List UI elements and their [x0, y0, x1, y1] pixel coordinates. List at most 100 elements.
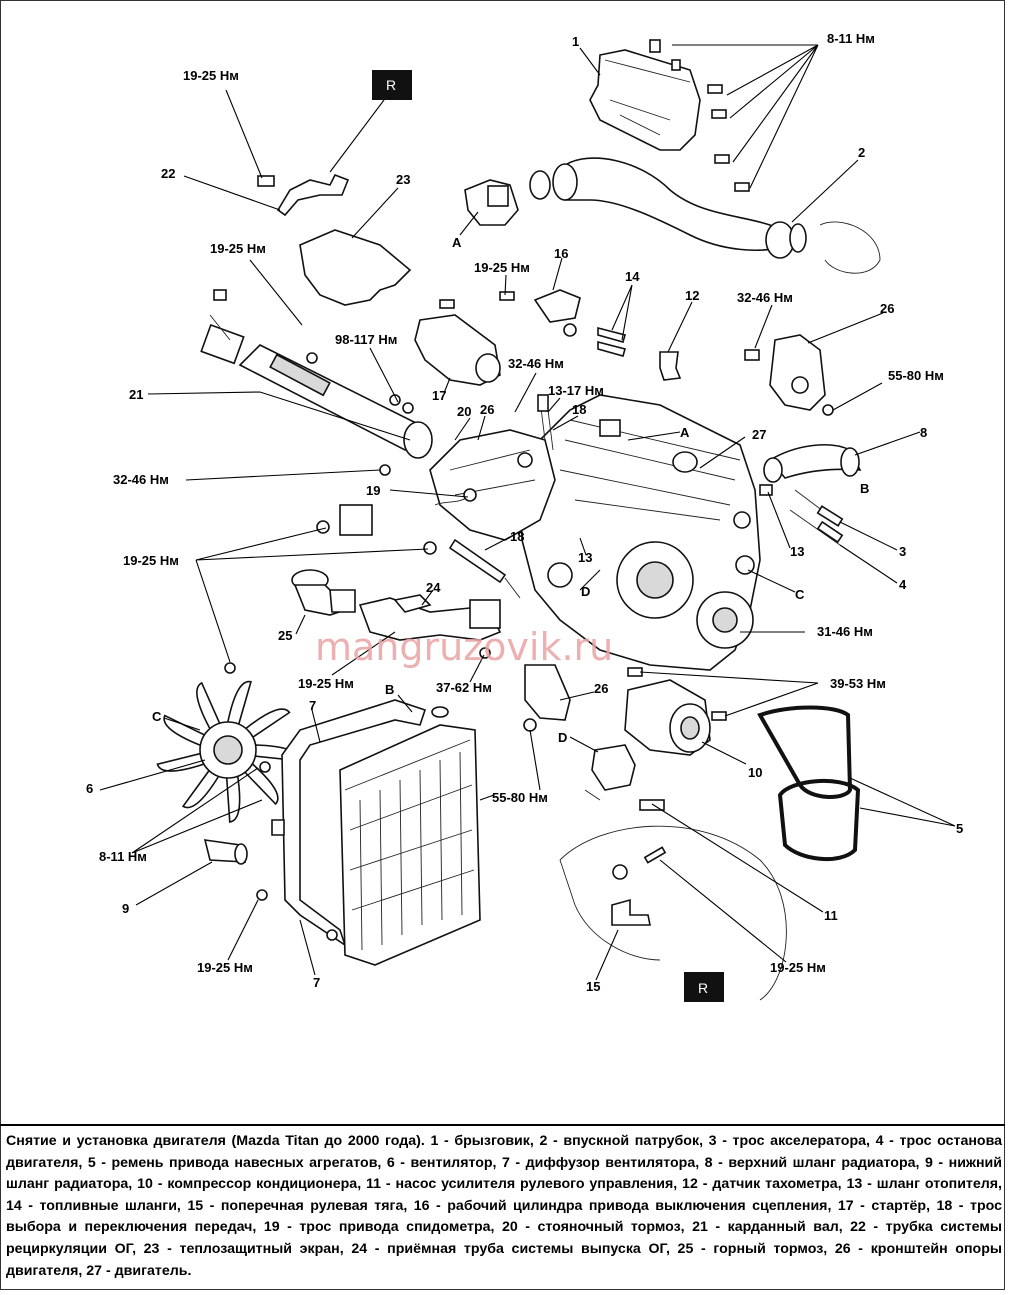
part-number-label: 10	[748, 765, 762, 780]
torque-label: 19-25 Нм	[123, 553, 179, 568]
torque-label: 55-80 Нм	[492, 790, 548, 805]
fan-blade	[225, 775, 241, 823]
torque-label: 8-11 Нм	[99, 849, 147, 864]
engine-mount-bracket-top-part	[744, 334, 834, 416]
part-number-label: 5	[956, 821, 963, 836]
reference-letter: D	[558, 730, 567, 745]
fuel-hoses-part	[597, 326, 626, 357]
heat-shield-part	[299, 229, 412, 306]
part-number-label: 9	[122, 901, 129, 916]
torque-label: 39-53 Нм	[830, 676, 886, 691]
torque-label: 19-25 Нм	[210, 241, 266, 256]
engine-mount-bracket-middle-part	[523, 664, 571, 732]
part-number-label: 1	[572, 34, 579, 49]
part-number-label: 17	[432, 388, 446, 403]
torque-label: 32-46 Нм	[508, 356, 564, 371]
radiator-part	[326, 706, 481, 966]
tie-rod-part	[559, 825, 787, 1001]
torque-label: 37-62 Нм	[436, 680, 492, 695]
reference-letter: A	[452, 235, 462, 250]
fan-blade	[243, 762, 279, 806]
part-number-label: 21	[129, 387, 143, 402]
figure-caption: Снятие и установка двигателя (Mazda Tita…	[6, 1133, 1002, 1279]
torque-label: 13-17 Нм	[548, 383, 604, 398]
shift-cable-part	[448, 394, 554, 599]
part-number-label: 6	[86, 781, 93, 796]
intake-pipe-part	[529, 157, 881, 274]
reference-letter: A	[680, 425, 690, 440]
transmission-housing-part	[429, 429, 556, 541]
part-number-label: 2	[858, 145, 865, 160]
engine-exploded-diagram: mangruzovik.ru R R 8-11 Нм 19-25 Нм 19-2…	[86, 31, 963, 1002]
torque-label: 19-25 Нм	[474, 260, 530, 275]
part-number-label: 15	[586, 979, 600, 994]
fan-blade	[181, 769, 220, 809]
part-number-label: 22	[161, 166, 175, 181]
torque-label: 8-11 Нм	[827, 31, 875, 46]
exhaust-front-pipe-part	[358, 594, 502, 641]
part-number-label: 24	[426, 580, 441, 595]
starter-part	[414, 299, 501, 386]
part-number-label: 18	[510, 529, 524, 544]
part-number-label: 20	[457, 404, 471, 419]
part-number-label: 26	[880, 301, 894, 316]
r-marker-bottom: R	[684, 972, 724, 1002]
egr-tube-part	[257, 173, 350, 217]
part-number-label: 12	[685, 288, 699, 303]
nuts-shaft	[306, 352, 414, 476]
svg-text:R: R	[698, 980, 708, 996]
reference-letter: B	[385, 682, 394, 697]
bolts-part-1	[707, 84, 750, 192]
part-number-label: 13	[790, 544, 804, 559]
part-number-label: 26	[594, 681, 608, 696]
part-number-label: 26	[480, 402, 494, 417]
fan-blade	[226, 680, 252, 726]
torque-label: 31-46 Нм	[817, 624, 873, 639]
fan-blade	[196, 681, 221, 730]
svg-text:R: R	[386, 77, 396, 93]
fan-blade	[244, 708, 291, 739]
caption-divider	[0, 1124, 1005, 1126]
part-number-label: 16	[554, 246, 568, 261]
part-number-label: 18	[572, 402, 586, 417]
r-marker-top: R	[372, 70, 412, 100]
clutch-slave-cylinder-part	[499, 289, 581, 337]
flange-parts	[316, 504, 491, 659]
part-number-label: 8	[920, 425, 927, 440]
part-number-label: 11	[824, 908, 838, 923]
tacho-sensor-part	[659, 351, 682, 381]
upper-radiator-hose-part	[763, 444, 862, 483]
part-number-label: 13	[578, 550, 592, 565]
exhaust-brake-part	[291, 569, 356, 616]
part-number-label: 7	[309, 698, 316, 713]
part-number-label: 3	[899, 544, 906, 559]
torque-label: 55-80 Нм	[888, 368, 944, 383]
part-number-label: 14	[625, 269, 640, 284]
reference-letter: C	[152, 709, 162, 724]
engine-part	[519, 394, 761, 671]
cooling-fan-part	[156, 662, 300, 823]
torque-label: 32-46 Нм	[737, 290, 793, 305]
fan-blade	[163, 714, 206, 747]
ac-compressor-part	[624, 667, 727, 756]
throttle-cable-part	[759, 484, 844, 546]
part-number-label: 25	[278, 628, 292, 643]
watermark-text: mangruzovik.ru	[315, 625, 613, 669]
intake-bracket-part	[464, 179, 519, 226]
part-number-label: 19	[366, 483, 380, 498]
reference-letter: C	[795, 587, 805, 602]
part-number-label: 7	[313, 975, 320, 990]
reference-letter: B	[860, 481, 869, 496]
torque-label: 32-46 Нм	[113, 472, 169, 487]
torque-label: 19-25 Нм	[770, 960, 826, 975]
part-number-label: 4	[899, 577, 907, 592]
fan-shroud-part	[271, 699, 427, 947]
torque-label: 19-25 Нм	[298, 676, 354, 691]
drive-belt-part	[757, 705, 861, 862]
part-number-label: 23	[396, 172, 410, 187]
reference-letter: D	[581, 584, 590, 599]
leader-lines	[99, 44, 956, 981]
torque-label: 19-25 Нм	[183, 68, 239, 83]
lower-radiator-hose-part	[203, 839, 268, 901]
